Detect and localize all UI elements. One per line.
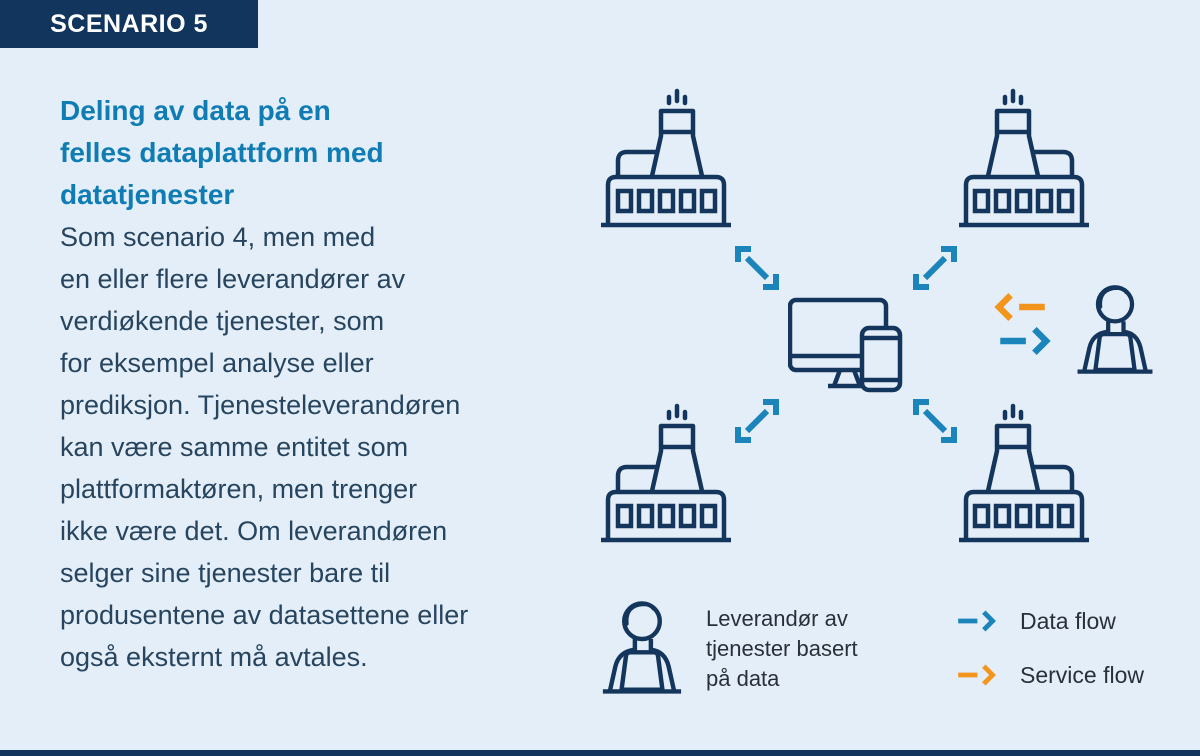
factory-icon-bottom-left (601, 406, 731, 540)
legend-data-flow-arrow-icon (958, 612, 992, 630)
factory-icon-bottom-right (959, 406, 1089, 540)
scenario-badge-label: SCENARIO 5 (50, 9, 208, 38)
data-flow-arrow-icon-center (1000, 329, 1046, 352)
data-flow-arrow-icon-bottom-left (738, 402, 776, 440)
legend-provider-person-icon (603, 603, 681, 691)
factory-icon-top-right (959, 91, 1089, 225)
legend-data-flow-label: Data flow (1020, 608, 1116, 634)
data-flow-arrow-icon-bottom-right (916, 402, 954, 440)
scenario-badge: SCENARIO 5 (0, 0, 258, 48)
bottom-accent-bar (0, 750, 1200, 756)
service-flow-arrow-icon-center (999, 295, 1045, 318)
data-flow-arrow-icon-top-left (738, 249, 776, 287)
legend-provider-label: Leverandør av tjenester basert på data (706, 606, 858, 691)
article-title: Deling av data på en felles dataplattfor… (60, 95, 384, 210)
factory-icon-top-left (601, 91, 731, 225)
legend-service-flow-arrow-icon (958, 666, 992, 684)
legend-service-flow-label: Service flow (1020, 662, 1144, 688)
article-body: Som scenario 4, men med en eller flere l… (60, 222, 469, 672)
data-platform-devices-icon (790, 300, 900, 390)
data-flow-arrow-icon-top-right (916, 249, 954, 287)
service-provider-person-icon (1078, 287, 1153, 371)
